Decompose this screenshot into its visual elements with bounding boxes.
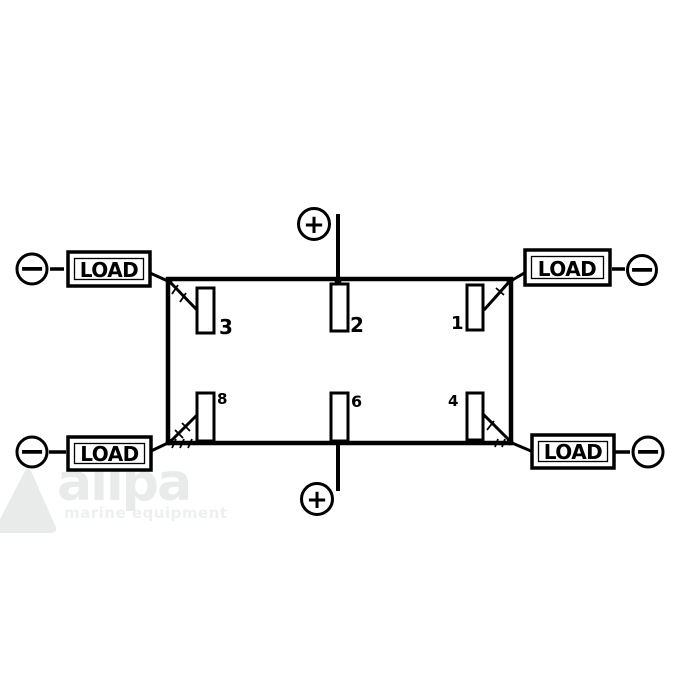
load-box-inner [73, 257, 145, 281]
plus-circle [297, 207, 331, 241]
terminal-1 [465, 283, 485, 332]
terminal-6-label: 6 [351, 392, 362, 411]
wire-terminal1-corner [482, 281, 511, 311]
negative-terminal-bottom-left: − [15, 432, 49, 470]
load-label: LOAD [538, 257, 597, 281]
tick [179, 438, 185, 449]
load-label: LOAD [80, 258, 139, 282]
plus-icon: + [306, 485, 328, 515]
plus-circle [300, 482, 334, 516]
terminals [195, 282, 485, 443]
wire-terminal8-corner [168, 412, 200, 444]
minus-icon: − [629, 250, 656, 288]
wire-load-bottom-right [511, 441, 532, 453]
positive-terminal-bottom: + [300, 482, 334, 516]
minus-circle [15, 252, 49, 286]
junction-dot [165, 277, 173, 285]
load-box-outer [530, 433, 616, 470]
wire-terminal4-corner [481, 412, 512, 443]
load-box-inner [73, 442, 146, 465]
tick [501, 438, 506, 448]
load-box-top-left: LOAD [66, 250, 152, 288]
terminal-4 [465, 391, 485, 442]
tick [171, 438, 177, 449]
terminal-6 [329, 391, 350, 443]
negative-terminal-top-left: − [15, 249, 49, 287]
minus-circle [626, 254, 658, 286]
load-box-inner [530, 255, 605, 280]
load-label: LOAD [544, 440, 603, 464]
tick [187, 438, 193, 449]
terminal-4-label: 4 [448, 392, 458, 410]
junction-dot [165, 438, 173, 446]
terminal-1-label: 1 [451, 313, 464, 334]
minus-circle [15, 435, 49, 469]
load-box-inner [537, 440, 609, 463]
junction-dot [506, 277, 514, 285]
terminal-2 [329, 282, 350, 333]
terminal-3-label: 3 [219, 315, 233, 339]
minus-icon: − [19, 249, 46, 287]
allpa-triangle-logo-icon [0, 468, 57, 533]
watermark-tagline: marine equipment [64, 504, 228, 522]
load-box-bottom-left: LOAD [66, 435, 153, 472]
load-box-bottom-right: LOAD [530, 433, 616, 470]
negative-terminal-bottom-right: − [631, 432, 665, 470]
hatch-ticks [171, 284, 506, 449]
positive-terminal-top: + [297, 207, 331, 241]
terminal-8-label: 8 [217, 390, 227, 408]
tick [171, 284, 179, 295]
tick [179, 292, 187, 303]
minus-icon: − [635, 432, 662, 470]
terminal-2-label: 2 [350, 313, 364, 337]
terminal-8 [195, 391, 216, 443]
tick [494, 438, 499, 448]
minus-circle [631, 435, 665, 469]
load-label: LOAD [80, 442, 139, 466]
load-box-outer [523, 248, 612, 287]
terminal-3 [195, 286, 216, 335]
tick [495, 287, 505, 296]
negative-terminal-top-right: − [626, 250, 658, 288]
tick [181, 422, 191, 432]
minus-dashes [49, 267, 630, 454]
load-box-top-right: LOAD [523, 248, 612, 287]
tick [486, 420, 495, 431]
junction-dot [506, 438, 514, 446]
load-box-outer [66, 250, 152, 288]
tick [174, 429, 184, 439]
minus-icon: − [19, 432, 46, 470]
load-box-outer [66, 435, 153, 472]
plus-icon: + [303, 210, 325, 240]
